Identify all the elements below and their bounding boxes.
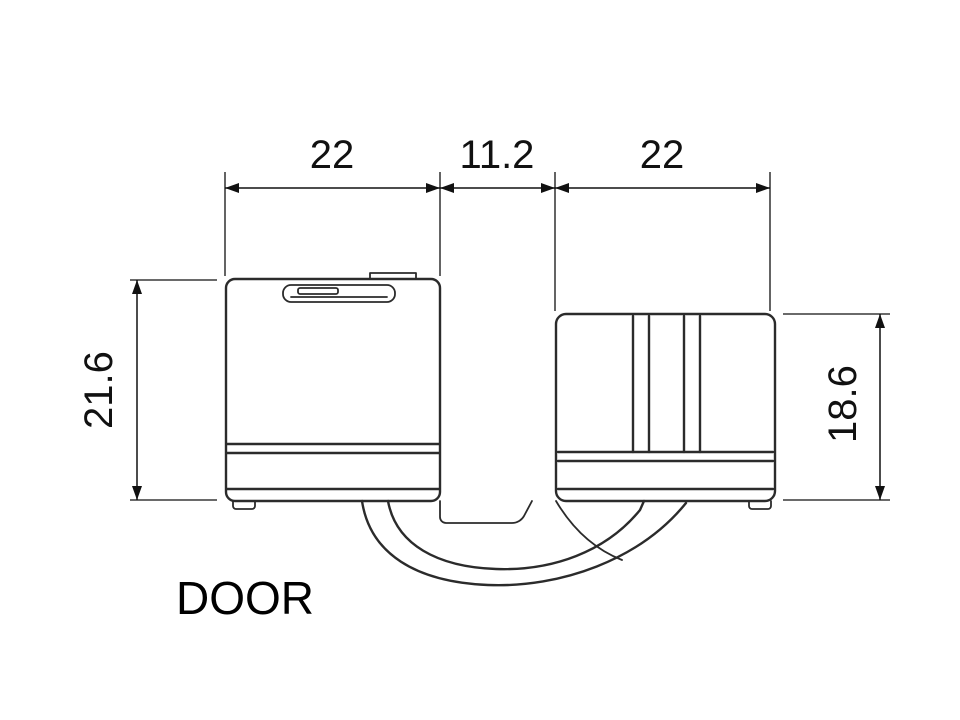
left-block	[224, 272, 442, 510]
dimension-lines	[132, 183, 885, 500]
dim-value-right-vertical: 18.6	[821, 365, 865, 443]
hinge-arm	[360, 499, 688, 587]
hinge-arm-crossing-edge	[555, 500, 623, 561]
dim-value-left-vertical: 21.6	[77, 351, 121, 429]
dimension-texts: 22 11.2 22 21.6 18.6	[77, 133, 865, 443]
right-block-outline	[554, 312, 777, 503]
extension-lines-right	[783, 313, 890, 501]
extension-lines-top	[224, 172, 771, 311]
right-block-vertical-ribs	[631, 314, 702, 454]
left-block-horizontal-grooves	[225, 442, 441, 491]
right-block-horizontal-grooves	[556, 450, 775, 491]
right-block	[554, 312, 777, 510]
left-block-outline	[224, 277, 442, 503]
right-block-bottom-step	[748, 500, 772, 510]
left-block-bottom-step	[232, 500, 256, 510]
door-label: DOOR	[176, 572, 314, 624]
dim-value-top-right: 22	[640, 133, 685, 177]
extension-lines	[130, 172, 890, 501]
dim-value-top-left: 22	[310, 133, 355, 177]
dim-value-top-middle: 11.2	[460, 133, 535, 177]
left-block-slot-inner-detail	[297, 287, 339, 295]
hinge-arm-inner-curve	[386, 499, 646, 571]
hinge-arm-outer-curve	[360, 499, 688, 587]
left-block-top-tab	[369, 272, 417, 280]
extension-lines-left	[130, 279, 217, 501]
hinge-arm-bracket	[439, 500, 533, 524]
left-block-top-slot	[282, 284, 396, 303]
